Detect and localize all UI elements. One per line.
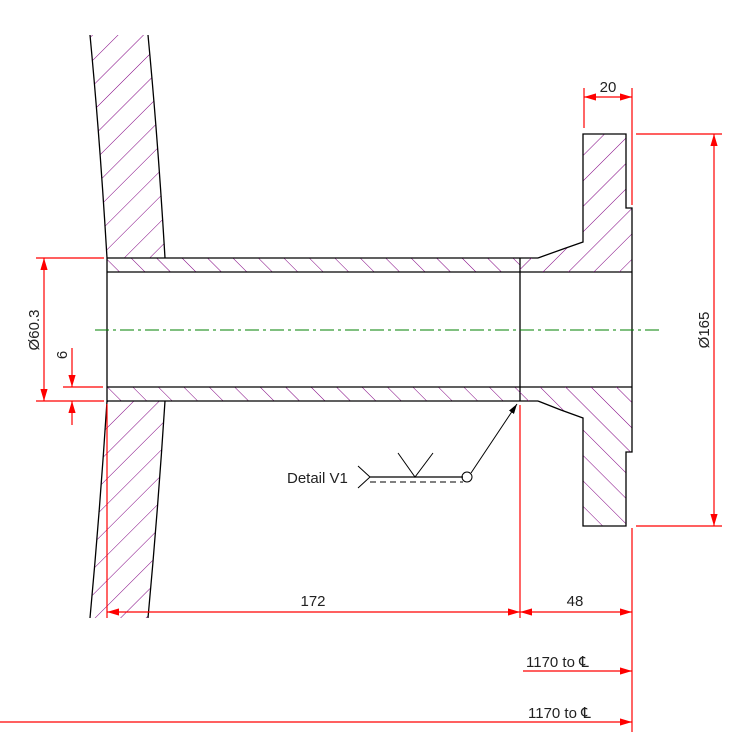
shell-section [89, 34, 166, 619]
pipe-section [106, 257, 632, 402]
dim-text-172: 172 [300, 593, 325, 610]
dim-text-1170-a: 1170 to ℄ [526, 654, 589, 671]
dimension-flange-diameter: Ø165 [636, 133, 722, 527]
dimension-pipe-diameter: Ø60.3 [26, 257, 104, 402]
dim-text-48: 48 [567, 593, 584, 610]
dim-text-165: Ø165 [696, 312, 713, 349]
dim-text-20: 20 [600, 79, 617, 96]
dim-text-1170-b: 1170 to ℄ [528, 705, 591, 722]
weld-label: Detail V1 [287, 470, 348, 487]
dimension-flange-thickness: 20 [583, 79, 633, 205]
dimension-to-centerline: 1170 to ℄ 1170 to ℄ [0, 654, 632, 726]
dim-text-60-3: Ø60.3 [26, 310, 43, 351]
dimension-wall-thickness: 6 [54, 348, 103, 425]
dim-text-6: 6 [54, 351, 71, 359]
dimension-lengths: 172 48 [106, 404, 633, 732]
weld-symbol: Detail V1 [287, 403, 518, 489]
